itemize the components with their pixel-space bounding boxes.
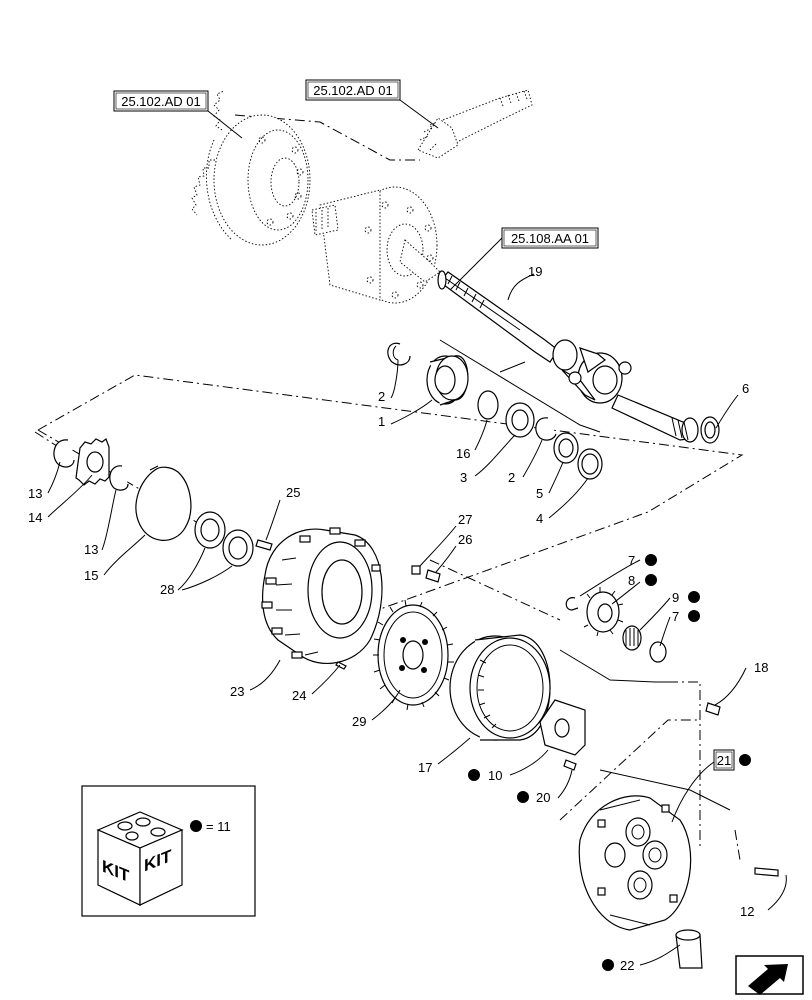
planet-gear-8 bbox=[583, 587, 624, 637]
kit-legend-dot bbox=[190, 820, 202, 832]
group-bracket-shaft bbox=[439, 339, 601, 433]
snap-ring-7a bbox=[565, 597, 579, 611]
callout-27[interactable]: 27 bbox=[458, 512, 472, 527]
callout-8[interactable]: 8 bbox=[628, 573, 635, 588]
kit-legend: KIT KIT = 11 bbox=[81, 785, 256, 917]
o-ring-16 bbox=[477, 390, 499, 420]
bearing-28b bbox=[222, 529, 254, 567]
snap-ring-2a bbox=[387, 342, 411, 366]
seal-ring-4 bbox=[577, 448, 603, 480]
callout-20[interactable]: 20 bbox=[536, 790, 550, 805]
callout-17[interactable]: 17 bbox=[418, 760, 432, 775]
kit-legend-equals: = 11 bbox=[206, 819, 231, 834]
callout-10[interactable]: 10 bbox=[488, 768, 502, 783]
callout-24[interactable]: 24 bbox=[292, 688, 306, 703]
planet-carrier-21 bbox=[578, 795, 692, 931]
snap-ring-13b bbox=[109, 465, 129, 491]
callout-7a[interactable]: 7 bbox=[628, 553, 635, 568]
ref-box-carrier[interactable]: 21 bbox=[713, 749, 735, 771]
ref-box-axle[interactable]: 25.108.AA 01 bbox=[501, 227, 599, 249]
stud-25 bbox=[255, 539, 273, 551]
callouts: 19 6 2 1 16 3 2 5 4 13 14 13 15 28 25 23… bbox=[28, 264, 768, 973]
callout-22[interactable]: 22 bbox=[620, 958, 634, 973]
retaining-ring-15 bbox=[135, 466, 192, 541]
callout-2a[interactable]: 2 bbox=[378, 389, 385, 404]
screw-20 bbox=[563, 759, 577, 771]
callout-2b[interactable]: 2 bbox=[508, 470, 515, 485]
ring-gear-17 bbox=[449, 634, 551, 741]
callout-23[interactable]: 23 bbox=[230, 684, 244, 699]
callout-18[interactable]: 18 bbox=[754, 660, 768, 675]
callout-4[interactable]: 4 bbox=[536, 511, 543, 526]
bolt-18 bbox=[705, 702, 721, 716]
bearing-28a bbox=[194, 511, 226, 549]
group-bracket-planet bbox=[559, 649, 668, 683]
snap-ring-2b bbox=[535, 417, 557, 441]
kit-marker-dots bbox=[468, 554, 700, 971]
seal-ring-5 bbox=[553, 432, 579, 464]
gear-14 bbox=[75, 438, 110, 486]
axle-shaft bbox=[437, 270, 699, 443]
gasket-10 bbox=[539, 699, 586, 756]
callout-3[interactable]: 3 bbox=[460, 470, 467, 485]
callout-16[interactable]: 16 bbox=[456, 446, 470, 461]
callout-25[interactable]: 25 bbox=[286, 485, 300, 500]
callout-12[interactable]: 12 bbox=[740, 904, 754, 919]
plug-27 bbox=[411, 565, 421, 575]
bushing-1 bbox=[426, 355, 469, 406]
brake-disc-29 bbox=[373, 599, 454, 711]
snap-ring-13a bbox=[53, 439, 75, 468]
callout-14[interactable]: 14 bbox=[28, 510, 42, 525]
callout-6[interactable]: 6 bbox=[742, 381, 749, 396]
ref-label-ring-gear: 25.102.AD 01 bbox=[121, 94, 201, 109]
callout-7b[interactable]: 7 bbox=[672, 609, 679, 624]
thrust-washer-6 bbox=[700, 416, 720, 444]
ref-box-pinion[interactable]: 25.102.AD 01 bbox=[305, 79, 401, 101]
callout-1[interactable]: 1 bbox=[378, 414, 385, 429]
callout-5[interactable]: 5 bbox=[536, 486, 543, 501]
screw-12 bbox=[754, 867, 779, 877]
snap-ring-7b bbox=[649, 641, 667, 663]
next-page-button[interactable] bbox=[735, 955, 804, 995]
pin-24 bbox=[335, 661, 347, 670]
ring-gear-reference bbox=[191, 90, 311, 246]
leader-lines bbox=[47, 273, 787, 966]
callout-13a[interactable]: 13 bbox=[28, 486, 42, 501]
callout-9[interactable]: 9 bbox=[672, 590, 679, 605]
ref-box-ring-gear[interactable]: 25.102.AD 01 bbox=[113, 90, 209, 112]
ref-label-axle: 25.108.AA 01 bbox=[511, 231, 589, 246]
callout-15[interactable]: 15 bbox=[84, 568, 98, 583]
callout-28[interactable]: 28 bbox=[160, 582, 174, 597]
pinion-reference bbox=[417, 89, 533, 159]
differential-case-reference bbox=[311, 186, 441, 304]
group-bracket-carrier bbox=[599, 769, 731, 811]
bearing-3 bbox=[505, 402, 535, 438]
plug-26 bbox=[425, 569, 441, 583]
ref-label-pinion: 25.102.AD 01 bbox=[313, 83, 393, 98]
callout-13b[interactable]: 13 bbox=[84, 542, 98, 557]
callout-19[interactable]: 19 bbox=[528, 264, 542, 279]
ref-label-carrier: 21 bbox=[717, 753, 731, 768]
pin-22 bbox=[675, 929, 703, 969]
arrow-icon bbox=[748, 964, 788, 995]
needle-bearing-9 bbox=[622, 625, 642, 651]
callout-26[interactable]: 26 bbox=[458, 532, 472, 547]
kit-dot-21 bbox=[739, 754, 751, 766]
wheel-hub-23 bbox=[261, 527, 383, 664]
callout-29[interactable]: 29 bbox=[352, 714, 366, 729]
